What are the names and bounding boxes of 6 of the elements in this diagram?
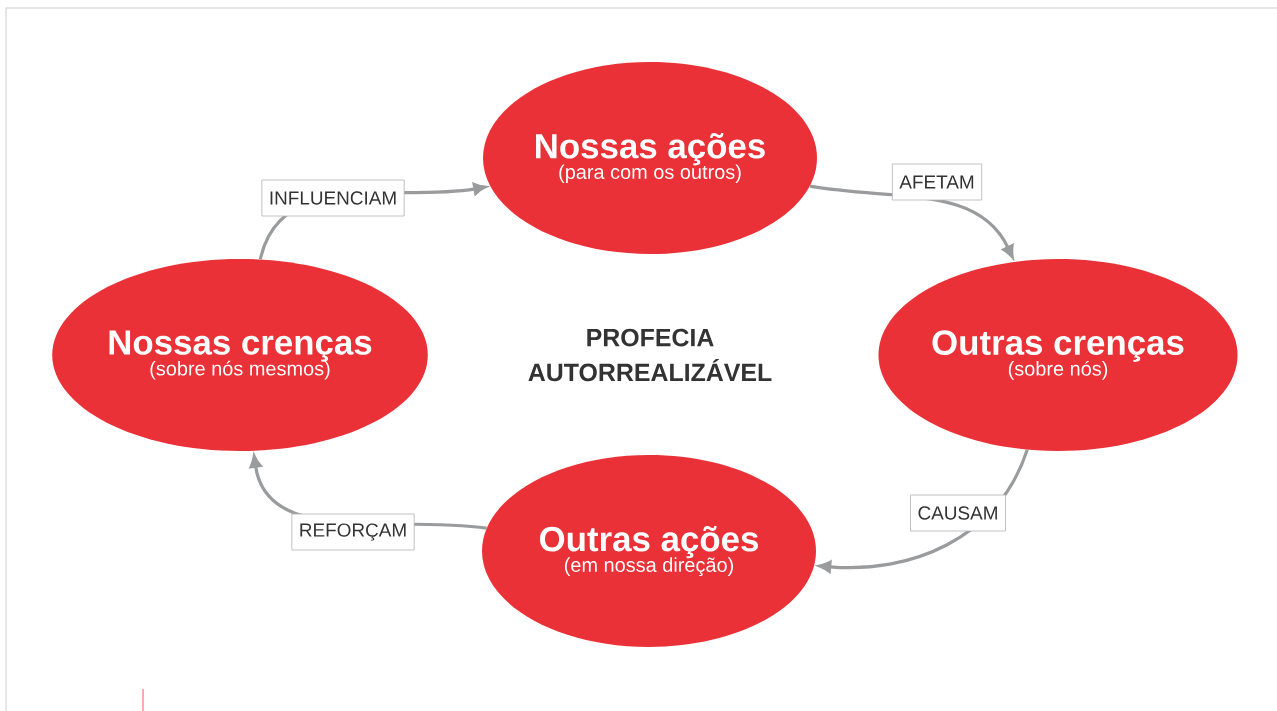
edge-label: AFETAM: [891, 163, 983, 201]
ellipse-node: Nossas ações (para com os outros): [483, 62, 817, 254]
ellipse-node: Outras crenças (sobre nós): [878, 259, 1238, 451]
ellipse-node: Outras ações (em nossa direção): [482, 455, 816, 647]
center-title: PROFECIA AUTORREALIZÁVEL: [528, 328, 772, 382]
ellipse-node: Nossas crenças (sobre nós mesmos): [52, 259, 428, 451]
